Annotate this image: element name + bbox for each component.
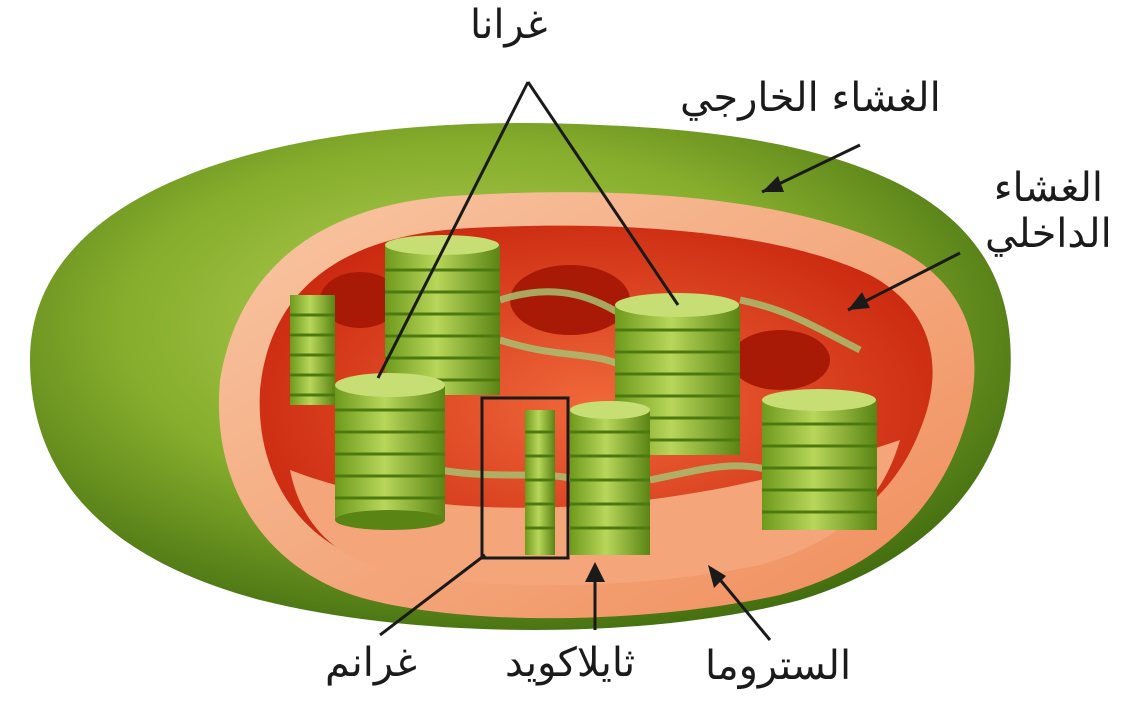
- label-intergranum: غرانم: [325, 640, 417, 686]
- label-inner-membrane-line2: الداخلي: [985, 211, 1112, 257]
- granum-stack-back-left: [290, 295, 335, 405]
- label-outer-membrane: الغشاء الخارجي: [680, 75, 941, 121]
- label-stroma: الستروما: [705, 643, 851, 689]
- label-grana: غرانا: [470, 2, 547, 48]
- label-thylakoid: ثايلاكويد: [505, 640, 635, 686]
- label-inner-membrane-line1: الغشاء: [985, 165, 1112, 211]
- granum-stack-back-center: [385, 235, 500, 395]
- granum-stack-front-center: [525, 401, 650, 555]
- label-inner-membrane: الغشاء الداخلي: [985, 165, 1112, 257]
- granum-stack-front-right: [762, 389, 877, 530]
- granum-stack-front-left: [335, 373, 445, 530]
